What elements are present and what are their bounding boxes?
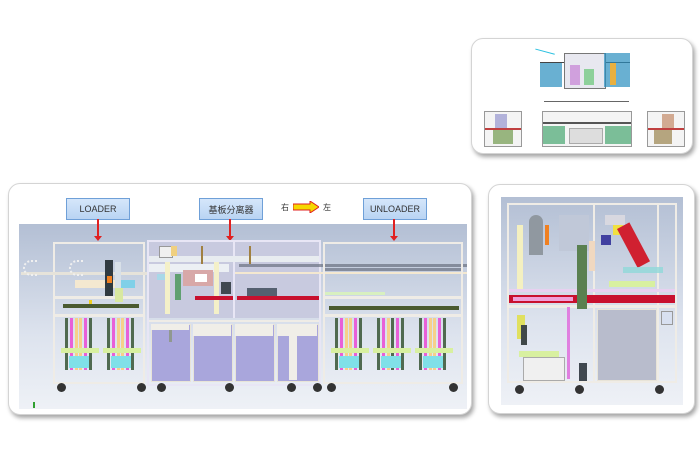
main-machine-view-card: LOADER 基板分离器 UNLOADER 右 左: [8, 183, 472, 415]
separator-pointer-arrow: [226, 219, 234, 241]
side-view-card: [488, 184, 695, 414]
cad-front-view-left: [484, 111, 522, 147]
unloader-pointer-arrow: [390, 219, 398, 241]
cad-front-view-main: [542, 111, 632, 147]
loader-pointer-arrow: [94, 219, 102, 241]
unloader-label: UNLOADER: [363, 198, 427, 220]
cad-drawing-card: [471, 38, 693, 154]
unloader-magazine-3: [415, 318, 453, 380]
axis-indicator-icon: [33, 402, 35, 408]
side-panel: [597, 309, 657, 381]
unloader-magazine-1: [331, 318, 369, 380]
cable-chain-mid: [69, 260, 83, 276]
loader-magazine-right: [103, 318, 141, 380]
cad-top-view: [533, 47, 630, 97]
separator-label: 基板分离器: [199, 198, 263, 220]
unloader-magazine-2: [373, 318, 411, 380]
direction-to-text: 左: [323, 202, 331, 212]
cad-front-view-right: [647, 111, 685, 147]
right-arrow-icon: [293, 201, 319, 213]
loader-magazine-left: [61, 318, 99, 380]
direction-from-text: 右: [281, 202, 289, 212]
cable-chain-left: [23, 260, 37, 276]
loader-label: LOADER: [66, 198, 130, 220]
direction-indicator: 右 左: [281, 201, 331, 213]
